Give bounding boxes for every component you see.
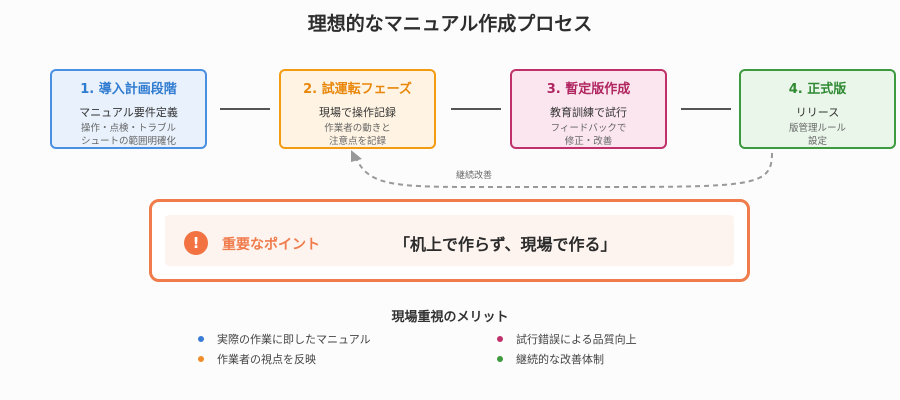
merit-text: 実際の作業に即したマニュアル <box>217 333 371 346</box>
stage-1-heading: 1. 導入計画段階 <box>80 82 177 97</box>
merit-text: 作業者の視点を反映 <box>217 353 316 366</box>
keypoint-label: 重要なポイント <box>222 237 320 253</box>
merit-text: 試行錯誤による品質向上 <box>516 333 637 346</box>
merits-title: 現場重視のメリット <box>391 310 509 325</box>
loop-label: 継続改善 <box>456 171 493 181</box>
stage-2-main: 現場で操作記録 <box>319 106 396 119</box>
bullet-dot-icon <box>198 356 204 362</box>
connector-2-3 <box>451 108 501 110</box>
stage-3-box: 3. 暫定版作成 教育訓練で試行 フィードバックで 修正・改善 <box>510 69 667 149</box>
stage-2-sub: 作業者の動きと 注意点を記録 <box>324 123 391 147</box>
exclamation-icon: ! <box>184 231 208 255</box>
stage-3-heading: 3. 暫定版作成 <box>546 82 631 97</box>
keypoint-box: ! 重要なポイント 「机上で作らず、現場で作る」 <box>149 199 750 282</box>
merit-text: 継続的な改善体制 <box>516 353 604 366</box>
diagram-title: 理想的なマニュアル作成プロセス <box>307 13 593 35</box>
stage-2-box: 2. 試運転フェーズ 現場で操作記録 作業者の動きと 注意点を記録 <box>279 69 436 149</box>
keypoint-inner: ! 重要なポイント 「机上で作らず、現場で作る」 <box>165 215 734 266</box>
stage-4-box: 4. 正式版 リリース 版管理ルール 設定 <box>739 69 896 149</box>
connector-3-4 <box>681 108 731 110</box>
stage-4-main: リリース <box>795 106 840 119</box>
connector-1-2 <box>220 108 270 110</box>
merit-item-1: 実際の作業に即したマニュアル <box>198 333 371 347</box>
stage-4-heading: 4. 正式版 <box>788 82 847 97</box>
keypoint-quote: 「机上で作らず、現場で作る」 <box>394 235 617 254</box>
bullet-dot-icon <box>497 336 503 342</box>
merit-item-2: 作業者の視点を反映 <box>198 353 316 367</box>
stage-1-sub: 操作・点検・トラブル シュートの範囲明確化 <box>80 123 176 147</box>
stage-3-main: 教育訓練で試行 <box>550 106 627 119</box>
stage-1-box: 1. 導入計画段階 マニュアル要件定義 操作・点検・トラブル シュートの範囲明確… <box>50 69 207 149</box>
merit-item-4: 継続的な改善体制 <box>497 353 604 367</box>
bullet-dot-icon <box>497 356 503 362</box>
stage-2-heading: 2. 試運転フェーズ <box>303 82 412 97</box>
stage-3-sub: フィードバックで 修正・改善 <box>550 123 627 147</box>
merit-item-3: 試行錯誤による品質向上 <box>497 333 637 347</box>
stage-4-sub: 版管理ルール 設定 <box>788 123 846 147</box>
stage-1-main: マニュアル要件定義 <box>79 106 178 119</box>
bullet-dot-icon <box>198 336 204 342</box>
